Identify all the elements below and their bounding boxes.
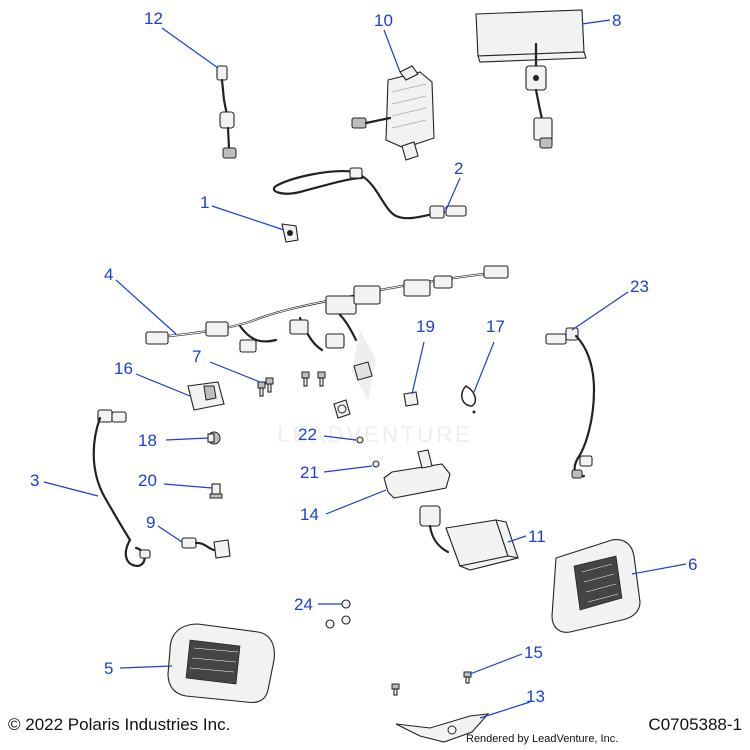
part-22-nut bbox=[356, 436, 364, 444]
callout-4: 4 bbox=[104, 265, 113, 284]
rendered-by-credit: Rendered by LeadVenture, Inc. bbox=[466, 733, 619, 745]
callout-7: 7 bbox=[192, 347, 201, 366]
part-23-harness bbox=[545, 327, 596, 479]
callout-23: 23 bbox=[630, 277, 649, 296]
callout-21: 21 bbox=[300, 463, 319, 482]
part-11-amplifier bbox=[419, 505, 519, 571]
callout-10: 10 bbox=[374, 11, 393, 30]
part-18-grommet bbox=[207, 431, 221, 445]
diagram-code: C0705388-1 bbox=[648, 715, 742, 734]
callout-numbers: 12 10 8 2 1 4 23 19 17 7 16 18 22 21 3 2… bbox=[30, 9, 697, 706]
part-6-speaker bbox=[551, 539, 641, 633]
part-8-display-mount bbox=[475, 9, 587, 149]
part-13-bracket bbox=[395, 713, 490, 743]
part-9-wire bbox=[181, 537, 231, 559]
callout-8: 8 bbox=[612, 11, 621, 30]
part-1-clip bbox=[281, 223, 299, 243]
part-24-nuts bbox=[325, 599, 351, 629]
part-17-cable-tie bbox=[461, 385, 477, 414]
part-20-fastener bbox=[209, 483, 223, 499]
callout-17: 17 bbox=[486, 317, 505, 336]
leader-lines bbox=[43, 19, 687, 719]
part-7-bolts bbox=[257, 371, 326, 397]
callout-15: 15 bbox=[524, 643, 543, 662]
callout-12: 12 bbox=[144, 9, 163, 28]
part-12-inline-harness bbox=[216, 65, 237, 159]
copyright-notice: © 2022 Polaris Industries Inc. bbox=[8, 715, 231, 734]
callout-18: 18 bbox=[138, 431, 157, 450]
callout-13: 13 bbox=[526, 687, 545, 706]
callout-2: 2 bbox=[454, 159, 463, 178]
callout-1: 1 bbox=[200, 193, 209, 212]
part-21-nut bbox=[372, 460, 380, 468]
callout-22: 22 bbox=[298, 425, 317, 444]
callout-20: 20 bbox=[138, 471, 157, 490]
callout-19: 19 bbox=[416, 317, 435, 336]
part-14-bracket bbox=[383, 449, 451, 499]
callout-16: 16 bbox=[114, 359, 133, 378]
part-3-harness bbox=[92, 409, 151, 568]
callout-5: 5 bbox=[104, 659, 113, 678]
part-center-connector bbox=[333, 361, 373, 419]
part-4-main-harness bbox=[145, 265, 509, 353]
part-10-control-module bbox=[351, 65, 435, 161]
callout-11: 11 bbox=[528, 527, 546, 546]
callout-6: 6 bbox=[688, 555, 697, 574]
callout-24: 24 bbox=[294, 595, 313, 614]
part-19-clip bbox=[403, 391, 419, 407]
part-2-harness-loop bbox=[272, 167, 467, 220]
part-5-speaker bbox=[167, 623, 275, 704]
svg-text:LEADVENTURE: LEADVENTURE bbox=[277, 422, 473, 447]
part-15-screws bbox=[391, 671, 472, 696]
leadventure-watermark: LEADVENTURE bbox=[277, 330, 473, 447]
callout-14: 14 bbox=[300, 505, 319, 524]
part-16-bracket bbox=[187, 381, 225, 411]
callout-3: 3 bbox=[30, 471, 39, 490]
callout-9: 9 bbox=[146, 513, 155, 532]
